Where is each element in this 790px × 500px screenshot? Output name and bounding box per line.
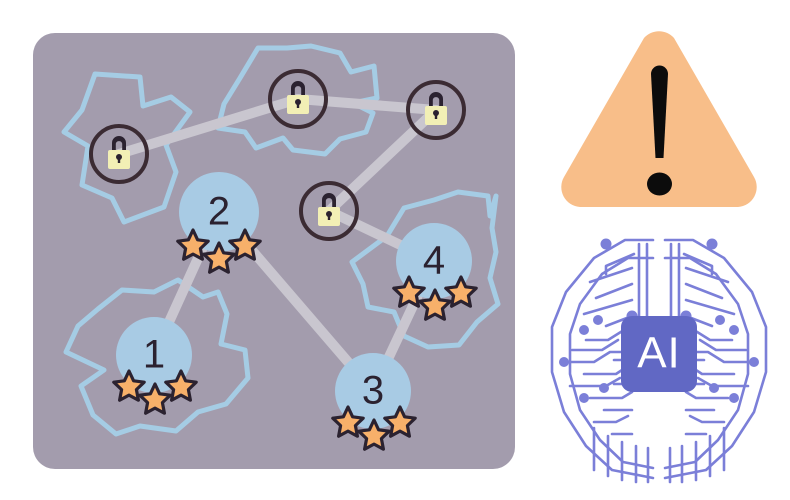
map-panel-container: 2 1 3	[33, 33, 515, 469]
map-node-1-label: 1	[143, 333, 165, 377]
lock-node-2-ring	[268, 69, 328, 129]
lock-node-2[interactable]	[268, 69, 328, 129]
ai-chip-background	[621, 316, 697, 392]
ai-chip-label: AI	[637, 329, 681, 378]
map-node-2[interactable]: 2	[176, 172, 262, 274]
lock-node-1[interactable]	[89, 124, 149, 184]
map-svg: 2 1 3	[33, 33, 515, 469]
lock-node-3-ring	[406, 80, 466, 140]
map-node-2-label: 2	[208, 190, 230, 234]
ai-brain-svg: AI	[550, 238, 768, 484]
exclamation-bar	[651, 65, 668, 158]
edge-lock1-lock2	[114, 94, 303, 159]
map-node-4[interactable]: 4	[392, 223, 478, 321]
map-node-4-label: 4	[423, 239, 445, 283]
edge-lock3-lock4	[324, 105, 441, 216]
map-node-1-circle	[116, 317, 192, 393]
warning-svg	[561, 31, 757, 207]
lock-node-3[interactable]	[406, 80, 466, 140]
map-node-1[interactable]: 1	[112, 317, 198, 415]
map-node-3[interactable]: 3	[331, 353, 417, 451]
lock-node-4-ring	[299, 181, 359, 241]
lock-node-4[interactable]	[299, 181, 359, 241]
ai-brain-container: AI	[528, 222, 790, 494]
lock-node-1-ring	[89, 124, 149, 184]
map-node-3-label: 3	[362, 369, 384, 413]
map-node-3-circle	[335, 353, 411, 429]
map-node-2-circle	[179, 172, 259, 252]
map-node-4-circle	[396, 223, 472, 299]
warning-triangle-container	[528, 12, 790, 222]
region-right-outline	[349, 189, 501, 350]
region-top-left-outline	[61, 71, 193, 225]
region-top-center-outline	[215, 43, 380, 157]
right-column: AI	[528, 0, 790, 500]
exclamation-dot	[647, 172, 672, 196]
edge-lock2-lock3	[293, 94, 441, 115]
